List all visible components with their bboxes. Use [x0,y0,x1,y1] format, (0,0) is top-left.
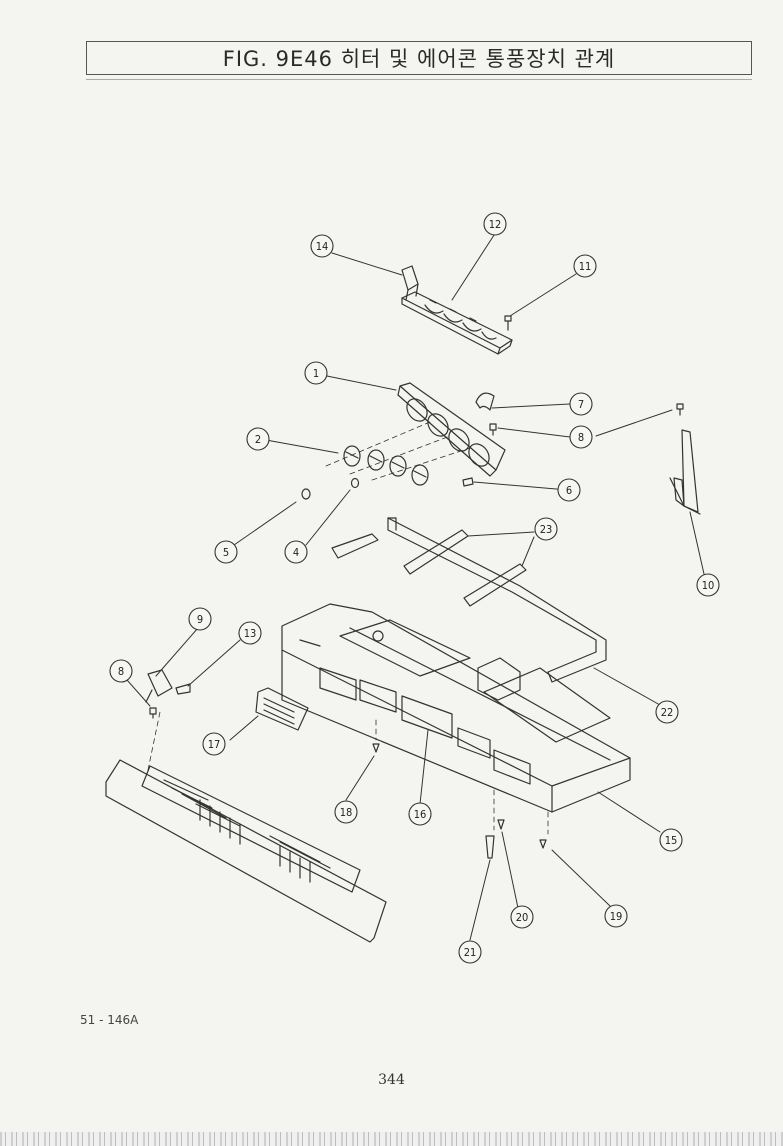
svg-text:1: 1 [313,367,319,380]
callout-5: 5 [214,540,238,564]
callout-4: 4 [284,540,308,564]
svg-text:21: 21 [464,946,477,959]
svg-text:9: 9 [197,613,203,626]
callout-9: 9 [188,607,212,631]
callout-10: 10 [696,573,720,597]
callout-19: 19 [604,904,628,928]
callout-12: 12 [483,212,507,236]
figure-reference-code: 51 - 146A [80,1013,139,1027]
callout-23: 23 [534,517,558,541]
svg-text:16: 16 [414,808,427,821]
callout-8-left: 8 [109,659,133,683]
svg-text:17: 17 [208,738,221,751]
callout-1: 1 [304,361,328,385]
svg-text:23: 23 [540,523,553,536]
part-8-screw-upper [489,423,497,436]
svg-text:8: 8 [118,665,124,678]
svg-text:12: 12 [489,218,502,231]
part-22-duct-frame [387,517,607,683]
svg-text:20: 20 [516,911,529,924]
part-5-washer [301,488,311,500]
part-15-housing [281,603,631,813]
front-louver-panel [105,759,387,943]
part-8-screw-left [149,707,157,719]
part-8-screw-right [676,403,684,416]
svg-text:4: 4 [293,546,299,559]
figure-title: FIG. 9E46 히터 및 에어콘 통풍장치 관계 [222,47,616,71]
callout-8-upper: 8 [569,425,593,449]
svg-text:2: 2 [255,433,261,446]
part-14-clip [401,265,419,301]
callout-13: 13 [238,621,262,645]
part-20-screw [497,819,505,830]
part-10-bracket [669,429,701,515]
page-number: 344 [378,1072,405,1088]
svg-text:19: 19 [610,910,623,923]
part-21-screw [485,835,495,859]
svg-text:13: 13 [244,627,257,640]
callout-22: 22 [655,700,679,724]
part-7-clip [475,392,495,411]
part-9-bracket [145,669,173,703]
callout-7: 7 [569,392,593,416]
callout-21: 21 [458,940,482,964]
callout-14: 14 [310,234,334,258]
callout-11: 11 [573,254,597,278]
leader-lines [126,231,705,941]
svg-text:10: 10 [702,579,715,592]
part-12-bracket [401,291,513,355]
callout-16: 16 [408,802,432,826]
part-19-screw [539,839,547,849]
svg-text:15: 15 [665,834,678,847]
callout-18: 18 [334,800,358,824]
callout-6: 6 [557,478,581,502]
part-11-screw [504,315,512,331]
svg-text:14: 14 [316,240,329,253]
callout-17: 17 [202,732,226,756]
svg-text:18: 18 [340,806,353,819]
callout-20: 20 [510,905,534,929]
part-6-pin [462,477,474,487]
svg-text:22: 22 [661,706,674,719]
svg-text:7: 7 [578,398,584,411]
callout-2: 2 [246,427,270,451]
svg-text:6: 6 [566,484,572,497]
svg-text:8: 8 [578,431,584,444]
part-1-panel [397,382,506,477]
svg-text:5: 5 [223,546,229,559]
figure-title-box: FIG. 9E46 히터 및 에어콘 통풍장치 관계 [86,41,752,75]
scan-edge-strip [0,1132,783,1146]
part-4-washer [350,477,360,489]
part-23-foam-strips [331,529,527,607]
title-underline [86,79,752,80]
part-13-stop [175,683,191,695]
svg-text:11: 11 [579,260,592,273]
part-18-screw [372,743,380,753]
part-17-vent [255,687,309,731]
callout-15: 15 [659,828,683,852]
